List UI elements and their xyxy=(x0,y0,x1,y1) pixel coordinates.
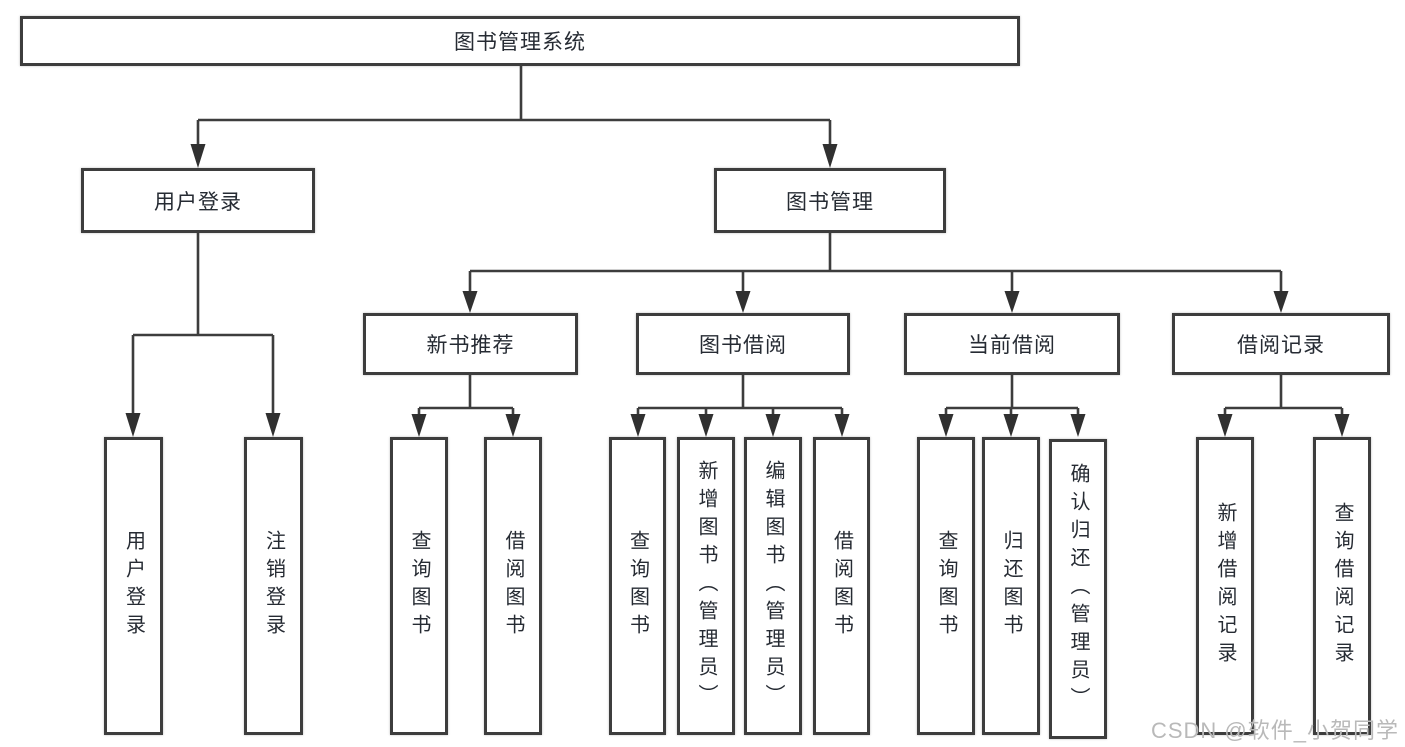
csdn-watermark: CSDN @软件_小贺同学 xyxy=(1150,718,1399,743)
arrow-down-icon xyxy=(735,291,751,313)
arrow-down-icon xyxy=(834,414,850,437)
node-leaf-borrow-books-1: 借阅图书 xyxy=(484,437,542,735)
arrow-down-icon xyxy=(411,414,427,437)
node-current-borrowing: 当前借阅 xyxy=(904,313,1120,375)
connector-root-to-level2 xyxy=(190,66,838,168)
arrow-down-icon xyxy=(190,144,206,168)
node-leaf-confirm-return-admin: 确认归还（管理员） xyxy=(1049,439,1107,739)
arrow-down-icon xyxy=(630,414,646,437)
node-leaf-logout-label: 注销登录 xyxy=(262,530,285,642)
node-leaf-add-book-admin-label: 新增图书（管理员） xyxy=(695,460,717,712)
node-leaf-query-books-2: 查询图书 xyxy=(609,437,666,735)
arrow-down-icon xyxy=(462,291,478,313)
node-leaf-add-book-admin: 新增图书（管理员） xyxy=(677,437,735,735)
node-leaf-borrow-books-1-label: 借阅图书 xyxy=(502,530,524,642)
node-leaf-user-login-label: 用户登录 xyxy=(122,530,145,642)
node-leaf-borrow-books-2: 借阅图书 xyxy=(813,437,870,735)
arrow-down-icon xyxy=(505,414,521,437)
node-leaf-confirm-return-admin-label: 确认归还（管理员） xyxy=(1067,463,1089,715)
node-leaf-query-books-2-label: 查询图书 xyxy=(626,530,649,642)
node-borrowing-records: 借阅记录 xyxy=(1172,313,1390,375)
node-leaf-query-books-3-label: 查询图书 xyxy=(935,530,957,642)
node-leaf-query-borrow-record: 查询借阅记录 xyxy=(1313,437,1371,735)
node-leaf-edit-book-admin: 编辑图书（管理员） xyxy=(744,437,802,735)
node-leaf-query-books-1: 查询图书 xyxy=(390,437,448,735)
connector-bookmgmt-to-level3 xyxy=(462,233,1289,313)
node-leaf-return-books-label: 归还图书 xyxy=(1000,530,1022,642)
node-book-management-label: 图书管理 xyxy=(786,190,874,214)
connector-borrow-to-children xyxy=(630,375,850,437)
arrow-down-icon xyxy=(765,414,781,437)
node-leaf-query-borrow-record-label: 查询借阅记录 xyxy=(1331,502,1353,670)
connector-current-to-children xyxy=(938,375,1086,437)
node-leaf-add-borrow-record-label: 新增借阅记录 xyxy=(1214,502,1236,670)
node-leaf-query-books-3: 查询图书 xyxy=(917,437,975,735)
node-leaf-query-books-1-label: 查询图书 xyxy=(408,530,430,642)
node-borrowing-records-label: 借阅记录 xyxy=(1237,334,1325,357)
connector-records-to-children xyxy=(1217,375,1350,437)
arrow-down-icon xyxy=(698,414,714,437)
connector-newbooks-to-children xyxy=(411,375,521,437)
node-book-borrowing: 图书借阅 xyxy=(636,313,850,375)
arrow-down-icon xyxy=(822,144,838,168)
arrow-down-icon xyxy=(1334,414,1350,437)
node-root-label: 图书管理系统 xyxy=(454,31,586,54)
node-book-borrowing-label: 图书借阅 xyxy=(699,334,787,357)
arrow-down-icon xyxy=(265,413,281,437)
node-book-management: 图书管理 xyxy=(714,168,946,233)
node-new-book-recommend: 新书推荐 xyxy=(363,313,578,375)
arrow-down-icon xyxy=(125,413,141,437)
arrow-down-icon xyxy=(938,414,954,437)
node-user-login: 用户登录 xyxy=(81,168,315,233)
arrow-down-icon xyxy=(1273,291,1289,313)
connector-userlogin-to-children xyxy=(125,233,281,437)
node-leaf-add-borrow-record: 新增借阅记录 xyxy=(1196,437,1254,735)
arrow-down-icon xyxy=(1217,414,1233,437)
node-leaf-return-books: 归还图书 xyxy=(982,437,1040,735)
node-leaf-edit-book-admin-label: 编辑图书（管理员） xyxy=(762,460,784,712)
node-root: 图书管理系统 xyxy=(20,16,1020,66)
arrow-down-icon xyxy=(1004,291,1020,313)
arrow-down-icon xyxy=(1070,414,1086,437)
node-user-login-label: 用户登录 xyxy=(154,190,242,214)
arrow-down-icon xyxy=(1003,414,1019,437)
node-leaf-logout: 注销登录 xyxy=(244,437,303,735)
node-leaf-user-login: 用户登录 xyxy=(104,437,163,735)
node-current-borrowing-label: 当前借阅 xyxy=(968,334,1056,357)
node-leaf-borrow-books-2-label: 借阅图书 xyxy=(830,530,853,642)
node-new-book-recommend-label: 新书推荐 xyxy=(426,334,515,357)
